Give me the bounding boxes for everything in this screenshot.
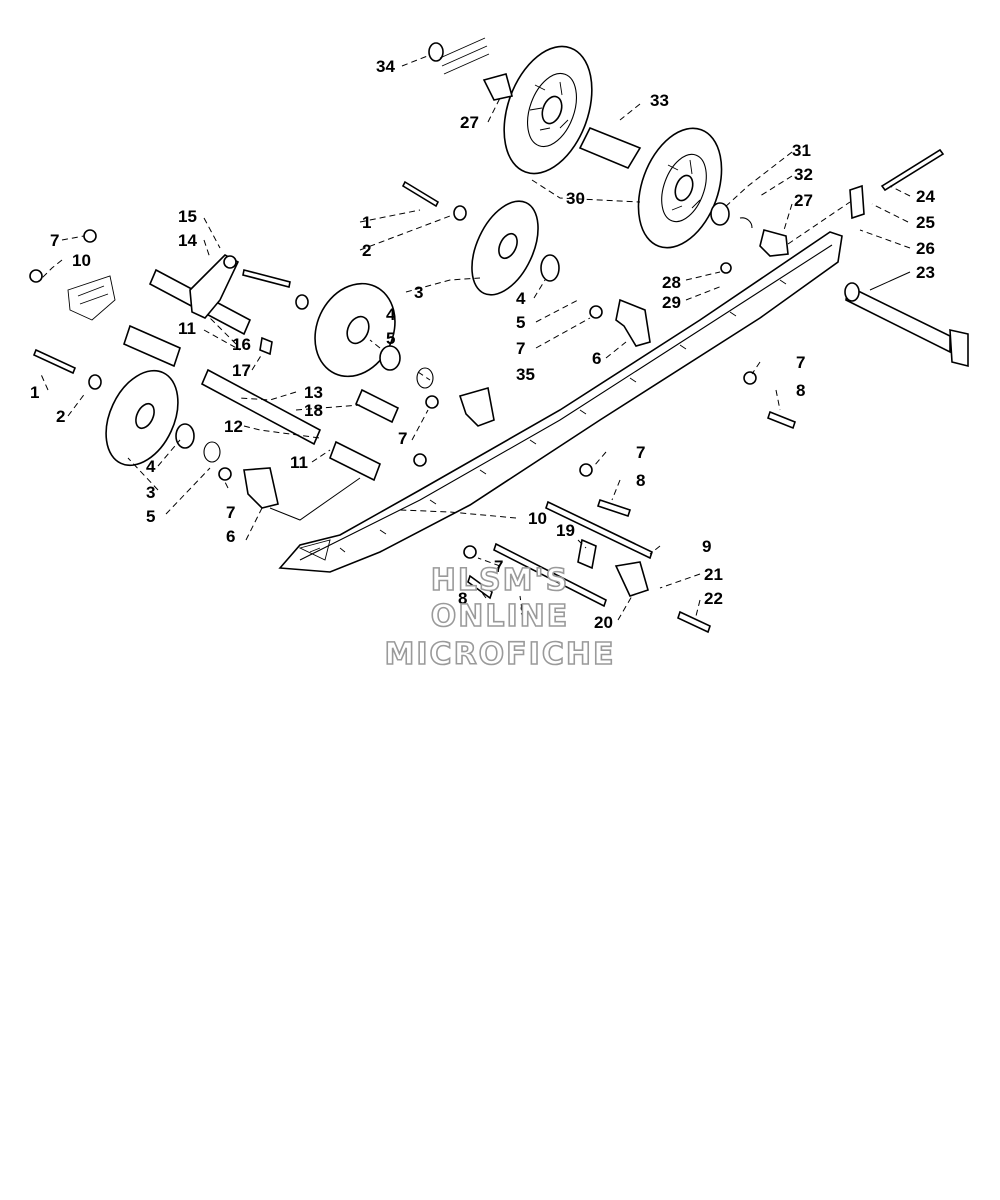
- callout-7: 7: [494, 557, 503, 576]
- callout-12: 12: [224, 417, 243, 436]
- callout-34: 34: [376, 57, 395, 76]
- callout-26: 26: [916, 239, 935, 258]
- callout-22: 22: [704, 589, 723, 608]
- callout-4: 4: [386, 305, 396, 324]
- callout-7: 7: [516, 339, 525, 358]
- leader-lines: [39, 54, 911, 621]
- callout-25: 25: [916, 213, 935, 232]
- callout-20: 20: [594, 613, 613, 632]
- callout-6: 6: [226, 527, 235, 546]
- callout-7: 7: [796, 353, 805, 372]
- callout-9: 9: [520, 601, 529, 620]
- callout-24: 24: [916, 187, 935, 206]
- callout-32: 32: [794, 165, 813, 184]
- callout-10: 10: [72, 251, 91, 270]
- callout-5: 5: [516, 313, 525, 332]
- callout-11: 11: [290, 453, 308, 472]
- callout-15: 15: [178, 207, 197, 226]
- callout-1: 1: [30, 383, 39, 402]
- callout-2: 2: [362, 241, 371, 260]
- callout-13: 13: [304, 383, 323, 402]
- callout-19: 19: [556, 521, 575, 540]
- callout-31: 31: [792, 141, 811, 160]
- slide-rail: [278, 231, 843, 573]
- callout-33: 33: [650, 91, 669, 110]
- bolts: [32, 180, 467, 390]
- callout-7: 7: [398, 429, 407, 448]
- idler-wheel-assembly: [428, 37, 789, 257]
- callout-27: 27: [460, 113, 479, 132]
- callout-4: 4: [146, 457, 156, 476]
- callout-7: 7: [50, 231, 59, 250]
- callout-30: 30: [566, 189, 585, 208]
- brackets: [243, 298, 651, 597]
- callout-8: 8: [458, 589, 467, 608]
- callout-18: 18: [304, 401, 323, 420]
- upper-bolt: [787, 148, 945, 245]
- watermark: HLSM'S ONLINE MICROFICHE: [384, 562, 616, 673]
- callout-5: 5: [386, 329, 395, 348]
- callout-5: 5: [146, 507, 155, 526]
- callout-labels: 34 27 33 30 31 32 27 24 25 26 23 28 29 1…: [30, 57, 935, 632]
- callout-6: 6: [592, 349, 601, 368]
- callout-11: 11: [178, 319, 196, 338]
- callout-7: 7: [226, 503, 235, 522]
- callout-8: 8: [796, 381, 805, 400]
- callout-3: 3: [414, 283, 423, 302]
- guide-wheel-upper: [314, 200, 560, 389]
- callout-23: 23: [916, 263, 935, 282]
- fasteners: [29, 229, 796, 634]
- callout-17: 17: [232, 361, 251, 380]
- callout-21: 21: [704, 565, 723, 584]
- watermark-line-2: ONLINE: [431, 599, 570, 634]
- watermark-line-1: HLSM'S: [431, 563, 569, 598]
- callout-27: 27: [794, 191, 813, 210]
- cross-shaft: [844, 282, 969, 368]
- swing-arm: [189, 254, 240, 319]
- callout-7: 7: [636, 443, 645, 462]
- guide-wheel-lower: [105, 369, 221, 467]
- callout-1: 1: [362, 213, 371, 232]
- callout-35: 35: [516, 365, 535, 384]
- callout-8: 8: [636, 471, 645, 490]
- callout-10: 10: [528, 509, 547, 528]
- callout-29: 29: [662, 293, 681, 312]
- callout-3: 3: [146, 483, 155, 502]
- callout-2: 2: [56, 407, 65, 426]
- watermark-line-3: MICROFICHE: [385, 637, 616, 672]
- callout-14: 14: [178, 231, 197, 250]
- callout-16: 16: [232, 335, 251, 354]
- callout-4: 4: [516, 289, 526, 308]
- callout-9: 9: [702, 537, 711, 556]
- callout-28: 28: [662, 273, 681, 292]
